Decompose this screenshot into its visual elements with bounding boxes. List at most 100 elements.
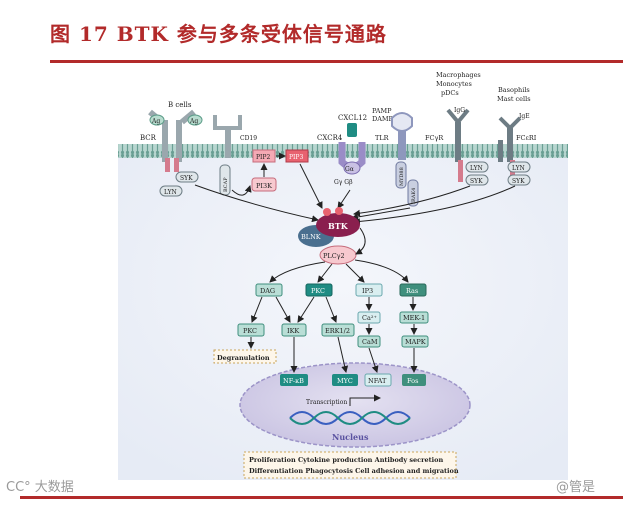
- svg-text:Ca²⁺: Ca²⁺: [362, 314, 377, 322]
- svg-text:PKC: PKC: [311, 287, 325, 295]
- label-gbg: Gγ Gβ: [334, 179, 353, 186]
- svg-text:BTK: BTK: [328, 221, 349, 231]
- svg-text:BCAP: BCAP: [223, 177, 229, 192]
- node-erk: ERK1/2: [321, 323, 355, 337]
- label-pamp: PAMP: [372, 107, 392, 115]
- label-monocytes: Monocytes: [436, 80, 472, 88]
- dna-helix: [289, 411, 411, 425]
- svg-text:ERK1/2: ERK1/2: [325, 327, 350, 335]
- svg-text:IKK: IKK: [287, 327, 299, 335]
- svg-text:MAPK: MAPK: [405, 338, 426, 346]
- label-mast-cells: Mast cells: [497, 95, 531, 103]
- node-fos: Fos: [402, 374, 426, 386]
- node-pip2: PIP2: [252, 149, 276, 163]
- label-damp: DAMP: [372, 115, 394, 123]
- node-nfkb: NF-κB: [280, 374, 308, 386]
- svg-text:SYK: SYK: [180, 175, 193, 182]
- label-bcr: BCR: [140, 134, 157, 142]
- svg-text:PKC: PKC: [243, 327, 257, 335]
- node-lyn-mid: LYN: [465, 161, 489, 173]
- label-fcgr: FCγR: [425, 134, 444, 142]
- node-mapk: MAPK: [401, 335, 429, 348]
- node-dag: DAG: [255, 283, 283, 297]
- svg-text:MYC: MYC: [337, 377, 353, 385]
- node-irak4: IRAK4: [407, 179, 419, 207]
- node-degranulation: Degranulation: [213, 349, 277, 364]
- node-galpha: Gα: [343, 161, 361, 175]
- label-fcer1: FCεRI: [516, 134, 537, 142]
- svg-text:DAG: DAG: [260, 287, 275, 295]
- fcgr-receptor: [446, 108, 470, 182]
- label-cxcr4: CXCR4: [317, 134, 343, 142]
- label-tlr: TLR: [375, 134, 390, 142]
- svg-text:Gα: Gα: [345, 166, 354, 173]
- node-nfat: NFAT: [364, 373, 392, 387]
- svg-text:BLNK: BLNK: [301, 233, 321, 241]
- svg-text:MYD88: MYD88: [399, 167, 405, 186]
- node-syk-right: SYK: [507, 174, 531, 186]
- bcr-receptor: [148, 109, 203, 172]
- node-ip3: IP3: [355, 283, 383, 297]
- label-pdcs: pDCs: [441, 89, 459, 97]
- svg-text:PLCγ2: PLCγ2: [323, 252, 345, 260]
- node-cam: CaM: [357, 335, 381, 348]
- node-lyn-left: LYN: [159, 185, 183, 197]
- label-cxcl12: CXCL12: [338, 114, 367, 122]
- label-ag-1: Ag: [151, 118, 160, 125]
- outcome-box: Proliferation Cytokine production Antibo…: [243, 451, 459, 479]
- title-rule: [50, 60, 623, 63]
- figure-title: 图 17 BTK 参与多条受体信号通路: [50, 22, 387, 46]
- node-ras: Ras: [399, 283, 427, 297]
- node-plcg2: PLCγ2: [319, 245, 357, 265]
- label-igg: IgG: [454, 107, 465, 114]
- node-pip3: PIP3: [285, 149, 309, 163]
- svg-text:Fos: Fos: [407, 377, 418, 385]
- tlr-receptor: [391, 112, 413, 160]
- svg-text:NF-κB: NF-κB: [283, 377, 304, 385]
- node-btk: BTK: [316, 207, 360, 237]
- watermark-left: CC° 大数据: [6, 480, 74, 495]
- outcome-line-1: Proliferation Cytokine production Antibo…: [249, 456, 443, 464]
- svg-text:LYN: LYN: [512, 165, 525, 172]
- node-ikk: IKK: [281, 323, 307, 337]
- node-myc: MYC: [332, 374, 358, 386]
- svg-text:CaM: CaM: [362, 338, 378, 346]
- svg-text:SYK: SYK: [470, 178, 483, 185]
- arrow-btk-plcg2: [355, 227, 366, 255]
- svg-text:MEK-1: MEK-1: [403, 314, 425, 322]
- svg-text:IP3: IP3: [362, 287, 373, 295]
- node-ca: Ca²⁺: [357, 311, 381, 324]
- node-syk-left: SYK: [175, 171, 199, 183]
- svg-text:PIP2: PIP2: [256, 154, 270, 161]
- label-basophils: Basophils: [498, 86, 530, 94]
- svg-text:Ras: Ras: [406, 287, 418, 295]
- cd19-receptor: [213, 115, 242, 158]
- label-cd19: CD19: [240, 135, 257, 142]
- label-nucleus: Nucleus: [332, 432, 369, 442]
- svg-text:PI3K: PI3K: [256, 182, 272, 190]
- svg-text:Degranulation: Degranulation: [217, 354, 270, 362]
- svg-text:SYK: SYK: [512, 178, 525, 185]
- svg-text:PIP3: PIP3: [289, 154, 303, 161]
- svg-text:LYN: LYN: [470, 165, 483, 172]
- label-ige: IgE: [519, 113, 530, 120]
- node-pi3k: PI3K: [251, 177, 277, 192]
- node-mek: MEK-1: [399, 311, 429, 324]
- label-transcription: Transcription: [306, 399, 347, 406]
- svg-text:NFAT: NFAT: [368, 377, 387, 385]
- node-pkc-top: PKC: [305, 283, 333, 297]
- node-syk-mid: SYK: [465, 174, 489, 186]
- node-lyn-right: LYN: [507, 161, 531, 173]
- watermark-right: @管是: [556, 480, 596, 495]
- label-ag-2: Ag: [189, 118, 198, 125]
- svg-text:IRAK4: IRAK4: [411, 188, 417, 204]
- node-myd88: MYD88: [395, 161, 407, 189]
- label-macrophages: Macrophages: [436, 71, 481, 79]
- node-pkc-low: PKC: [237, 323, 265, 337]
- label-b-cells: B cells: [168, 101, 192, 109]
- transcription-arrow: [349, 394, 381, 406]
- outcome-line-2: Differentiation Phagocytosis Cell adhesi…: [249, 467, 459, 475]
- bottom-rule: [20, 496, 623, 499]
- cxcl12-ligand: [347, 123, 357, 137]
